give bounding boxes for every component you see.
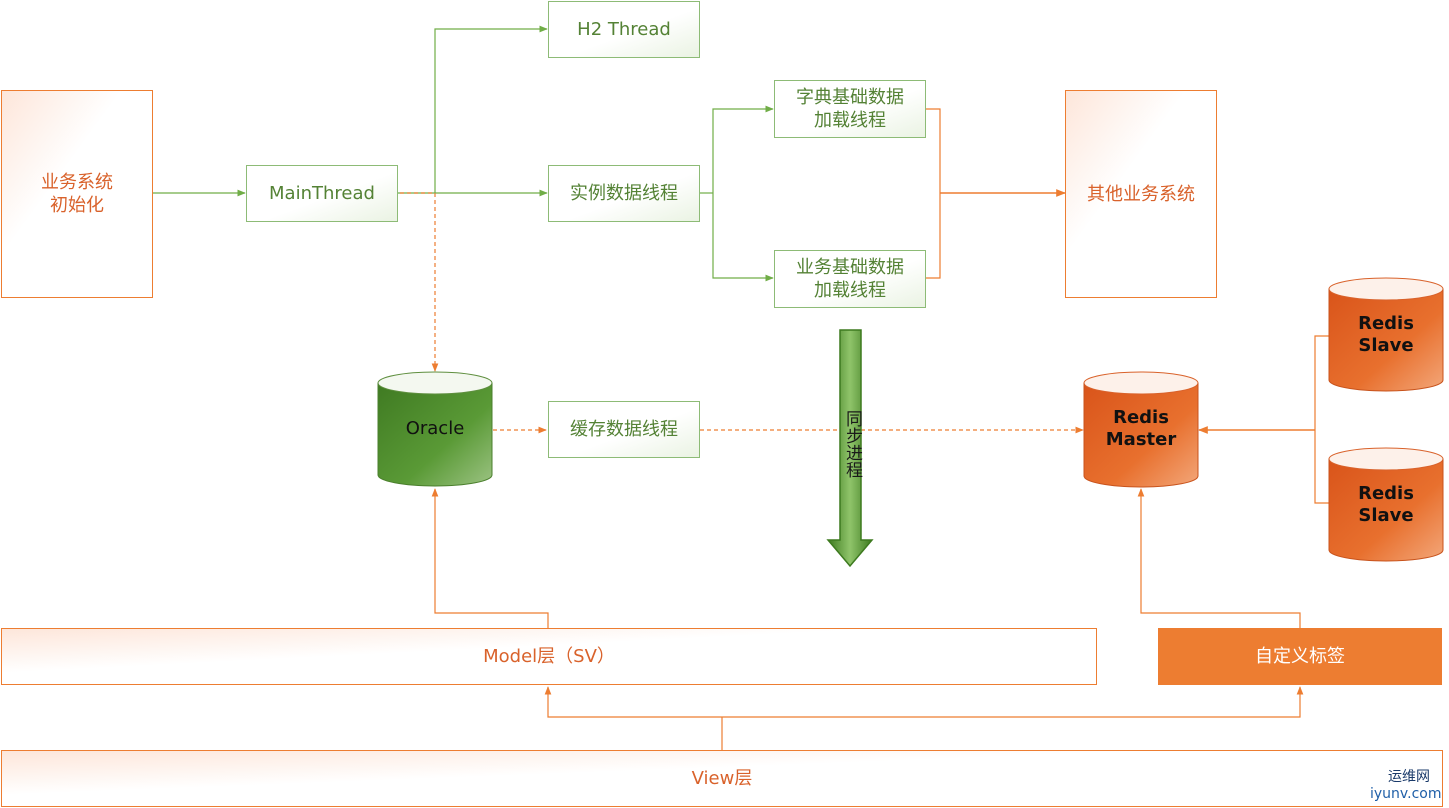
redis-master-label-line2: Master xyxy=(1105,429,1177,450)
node-dict-thread: 字典基础数据加载线程 xyxy=(774,80,926,138)
edge-tag-to-redis xyxy=(1137,488,1301,628)
node-dict-thread-line2: 加载线程 xyxy=(814,110,886,131)
redis-master-label: Redis Master xyxy=(1084,407,1198,451)
node-biz-init-line1: 业务系统 xyxy=(41,172,113,193)
node-biz-base-thread-line2: 加载线程 xyxy=(814,280,886,301)
node-h2-thread: H2 Thread xyxy=(548,1,700,58)
redis-slave-2-label-line2: Slave xyxy=(1358,505,1414,526)
node-biz-base-thread-line1: 业务基础数据 xyxy=(796,257,904,278)
redis-slave-1-database xyxy=(1328,277,1444,392)
node-biz-init: 业务系统初始化 xyxy=(1,90,153,298)
edge-main-to-h2 xyxy=(434,25,548,193)
edge-view-to-tag xyxy=(722,686,1304,718)
redis-slave-1-label-line2: Slave xyxy=(1358,335,1414,356)
node-dict-thread-line1: 字典基础数据 xyxy=(796,87,904,108)
node-instance-thread: 实例数据线程 xyxy=(548,165,700,222)
edge-instance-to-dict xyxy=(712,105,774,193)
sync-arrow-label: 同步进程 xyxy=(842,410,862,478)
redis-slave-2-database xyxy=(1328,447,1444,562)
sync-arrow xyxy=(826,329,874,568)
watermark-line1: 运维网 xyxy=(1388,769,1430,785)
edge-model-to-oracle xyxy=(431,488,549,628)
edge-view-to-model xyxy=(544,686,722,718)
node-h2-thread-label: H2 Thread xyxy=(577,19,671,40)
node-custom-tag-label: 自定义标签 xyxy=(1255,646,1345,667)
node-cache-thread: 缓存数据线程 xyxy=(548,401,700,458)
node-cache-thread-label: 缓存数据线程 xyxy=(570,419,678,440)
node-main-thread: MainThread xyxy=(246,165,398,222)
redis-slave-2-label: Redis Slave xyxy=(1329,483,1443,527)
node-custom-tag: 自定义标签 xyxy=(1158,628,1442,685)
node-view-layer: View层 xyxy=(1,750,1443,807)
redis-slave-2-label-line1: Redis xyxy=(1358,483,1414,504)
redis-slave-1-label-line1: Redis xyxy=(1358,313,1414,334)
redis-master-database xyxy=(1083,371,1199,488)
node-biz-init-line2: 初始化 xyxy=(50,195,104,216)
node-model-layer-label: Model层（SV） xyxy=(483,646,615,667)
watermark-line2: iyunv.com xyxy=(1370,786,1442,802)
node-view-layer-label: View层 xyxy=(691,768,753,789)
node-main-thread-label: MainThread xyxy=(269,183,375,204)
redis-master-label-line1: Redis xyxy=(1113,407,1169,428)
redis-slave-1-label: Redis Slave xyxy=(1329,313,1443,357)
oracle-database xyxy=(377,371,493,487)
edge-instance-to-bizbase xyxy=(712,193,774,282)
oracle-label: Oracle xyxy=(405,418,465,439)
node-other-systems-label: 其他业务系统 xyxy=(1087,183,1195,205)
node-model-layer: Model层（SV） xyxy=(1,628,1097,685)
node-biz-base-thread: 业务基础数据加载线程 xyxy=(774,250,926,308)
node-other-systems: 其他业务系统 xyxy=(1065,90,1217,298)
node-instance-thread-label: 实例数据线程 xyxy=(570,183,678,204)
